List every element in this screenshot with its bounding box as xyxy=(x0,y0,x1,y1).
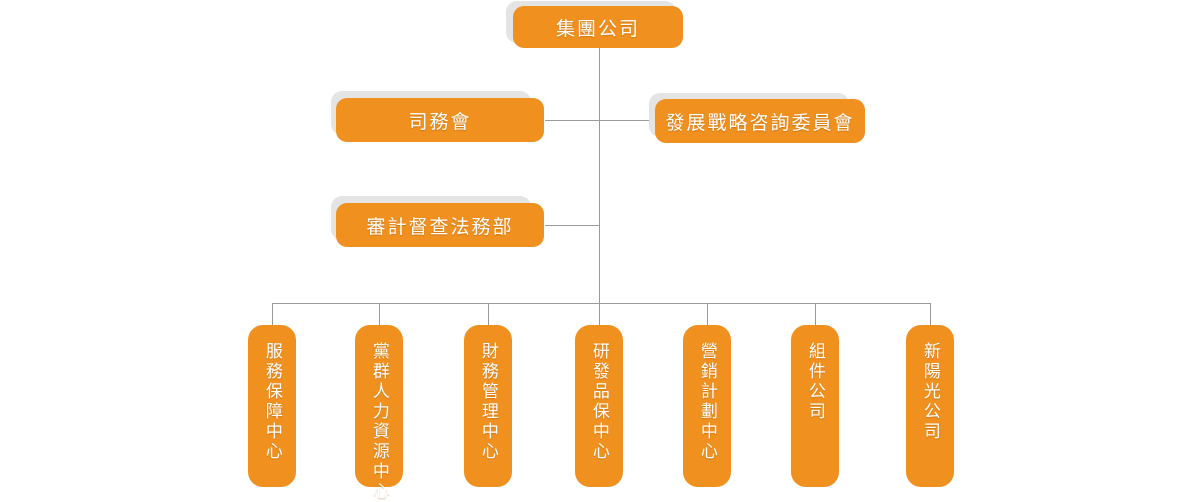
node-department-6-label: 組件公司 xyxy=(805,342,825,422)
node-audit-department[interactable]: 審計督查法務部 xyxy=(336,203,544,247)
node-department-1[interactable]: 服務保障中心 xyxy=(248,325,296,487)
node-siwuhui[interactable]: 司務會 xyxy=(336,98,544,142)
connector-audit-department xyxy=(545,225,600,226)
node-department-2[interactable]: 黨群人力資源中心 xyxy=(355,325,403,502)
node-department-7[interactable]: 新陽光公司 xyxy=(906,325,954,487)
node-department-4-label: 研發品保中心 xyxy=(589,342,609,462)
connector-drop-6 xyxy=(815,303,816,326)
node-department-7-label: 新陽光公司 xyxy=(920,342,940,442)
connector-drop-7 xyxy=(930,303,931,326)
connector-drop-2 xyxy=(379,303,380,326)
node-department-2-label: 黨群人力資源中心 xyxy=(369,342,389,502)
node-department-5[interactable]: 營銷計劃中心 xyxy=(683,325,731,487)
connector-drop-1 xyxy=(272,303,273,326)
connector-drop-5 xyxy=(707,303,708,326)
node-department-5-label: 營銷計劃中心 xyxy=(697,342,717,462)
node-advisory-committee[interactable]: 發展戰略咨詢委員會 xyxy=(655,99,865,143)
node-department-3-label: 財務管理中心 xyxy=(478,342,498,462)
node-group-company[interactable]: 集團公司 xyxy=(513,6,683,48)
node-department-4[interactable]: 研發品保中心 xyxy=(575,325,623,487)
connector-trunk-main xyxy=(599,48,600,303)
node-department-3[interactable]: 財務管理中心 xyxy=(464,325,512,487)
connector-siwuhui xyxy=(545,120,600,121)
connector-department-bus xyxy=(272,303,931,304)
node-department-1-label: 服務保障中心 xyxy=(262,342,282,462)
connector-drop-3 xyxy=(488,303,489,326)
node-department-6[interactable]: 組件公司 xyxy=(791,325,839,487)
connector-advisory-committee xyxy=(599,120,654,121)
connector-drop-4 xyxy=(599,303,600,326)
